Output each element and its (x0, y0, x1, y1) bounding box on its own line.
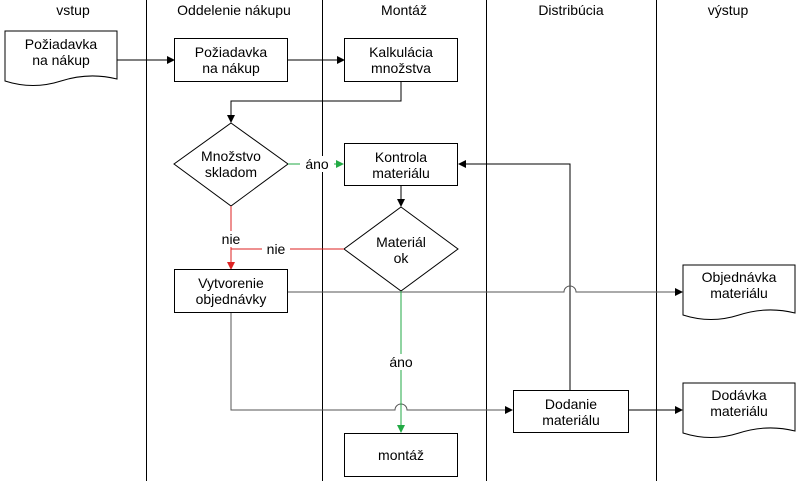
material-ok-label: Materiál ok (376, 234, 426, 266)
no-material-label: nie (262, 241, 290, 257)
lane-divider (656, 0, 657, 481)
lane-divider (322, 0, 323, 481)
material-check-box: Kontrola materiálu (344, 143, 458, 186)
material-order-document (682, 264, 796, 320)
flow-arrow (227, 82, 402, 123)
material-delivery-document (682, 382, 796, 438)
quantity-calculation-box: Kalkulácia množstva (344, 38, 458, 82)
material-delivery-label: Dodávka materiálu (710, 387, 768, 419)
no-stock-label: nie (216, 231, 246, 247)
stock-decision-label: Množstvo skladom (201, 148, 261, 180)
lane-title-output: výstup (707, 2, 749, 18)
lane-title-distribution: Distribúcia (538, 2, 604, 18)
purchase-request-box: Požiadavka na nákup (174, 38, 288, 82)
input-request-label: Požiadavka na nákup (24, 36, 98, 68)
lane-divider (146, 0, 147, 481)
flow-arrow (458, 160, 571, 390)
connector-line (230, 313, 513, 414)
yes-stock-label: áno (300, 156, 334, 172)
lane-title-assembly: Montáž (381, 2, 427, 18)
input-request-document (4, 30, 118, 86)
create-order-box: Vytvorenie objednávky (174, 269, 288, 313)
lane-title-input: vstup (56, 2, 90, 18)
material-delivery-box: Dodanie materiálu (513, 390, 629, 433)
assembly-box: montáž (344, 433, 458, 477)
connector-line (288, 285, 683, 296)
lane-title-purchasing: Oddelenie nákupu (177, 2, 291, 18)
yes-material-label: áno (384, 354, 418, 370)
material-order-label: Objednávka materiálu (701, 269, 777, 301)
lane-divider (486, 0, 487, 481)
